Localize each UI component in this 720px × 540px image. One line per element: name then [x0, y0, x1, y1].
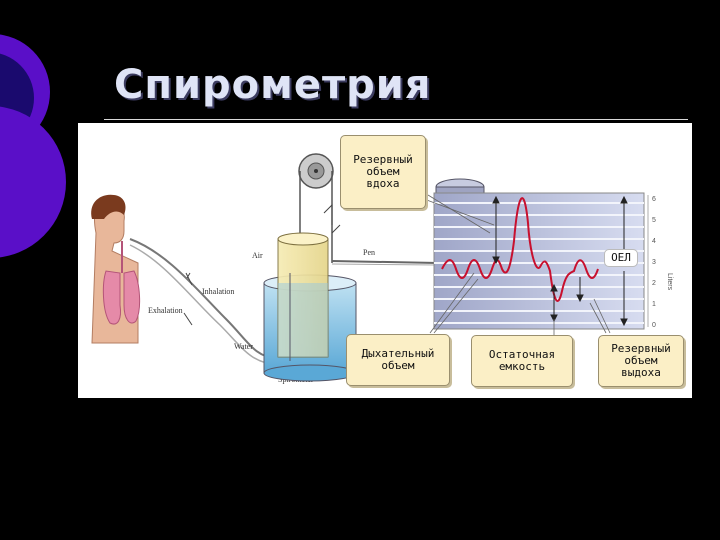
drum-grid-lines [434, 202, 644, 324]
cable-arrows [323, 203, 341, 234]
spirometry-diagram: Inhalation Exhalation Water Spirometer A… [78, 123, 692, 398]
title-underline [104, 119, 688, 120]
y-tick-0: 0 [652, 322, 656, 329]
y-tick-6: 6 [652, 196, 656, 203]
vital-capacity-label: ОЕЛ [604, 249, 638, 267]
pen-arm [331, 260, 439, 264]
right-lung [123, 270, 141, 324]
y-tick-2: 2 [652, 280, 656, 287]
left-lung [102, 270, 121, 325]
person-figure [91, 194, 141, 344]
callout-leaders [423, 194, 611, 335]
hair [91, 194, 126, 219]
breathing-tube-inner [129, 244, 279, 366]
pulley [298, 153, 334, 189]
y-axis: 6 5 4 3 2 1 0 Liters [647, 195, 673, 329]
y-tick-4: 4 [652, 238, 656, 245]
spirometer-tank [263, 232, 357, 382]
y-tick-3: 3 [652, 259, 656, 266]
spirometer-illustration: Inhalation Exhalation Water Spirometer A… [91, 153, 673, 384]
exhalation-label: Exhalation [148, 306, 183, 315]
y-axis-unit: Liters [666, 273, 673, 291]
water-label: Water [234, 342, 253, 351]
expiratory-reserve-callout: Резервный объем выдоха [598, 335, 684, 387]
floating-bell [277, 238, 329, 358]
residual-capacity-callout: Остаточная емкость [471, 335, 573, 387]
decorative-circles [0, 34, 66, 258]
spirogram-trace [441, 197, 599, 303]
inhalation-label: Inhalation [202, 287, 234, 296]
y-tick-5: 5 [652, 217, 656, 224]
air-label: Air [252, 251, 263, 260]
breathing-tube-outer [129, 238, 279, 360]
inspiratory-reserve-callout: Резервный объем вдоха [340, 135, 426, 209]
inhalation-arrow [185, 272, 193, 286]
pen-label: Pen [363, 248, 375, 257]
tidal-volume-callout: Дыхательный объем [346, 334, 450, 386]
exhalation-arrow [183, 312, 193, 326]
slide-title: Спирометрия [114, 62, 432, 108]
volume-arrows [492, 195, 628, 327]
lower-purple-circle [0, 106, 66, 258]
y-tick-1: 1 [652, 301, 656, 308]
